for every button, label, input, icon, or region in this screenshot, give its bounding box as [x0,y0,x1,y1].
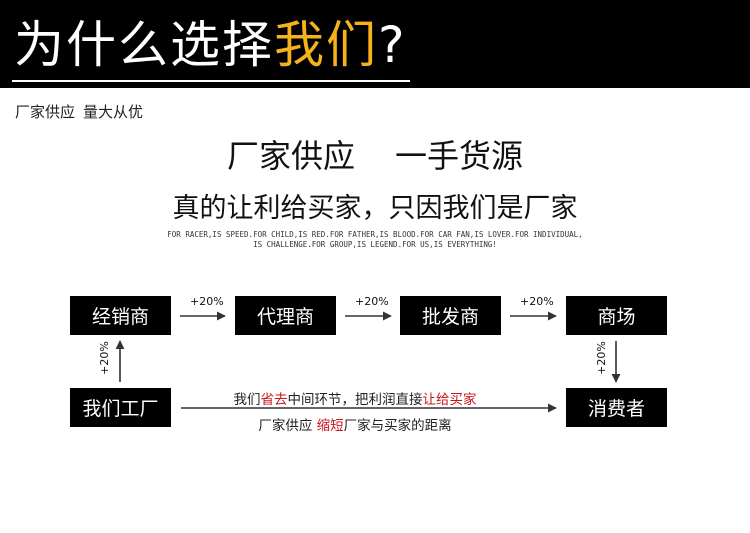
box-distributor: 经销商 [70,296,171,335]
box-factory: 我们工厂 [70,388,171,427]
sub-caption-left: 厂家供应 [15,103,76,121]
headline-line-1-left: 厂家供应 [226,137,355,175]
box-consumer: 消费者 [566,388,667,427]
headline-line-1-right: 一手货源 [395,137,524,175]
headline-line-1: 厂家供应 一手货源 [0,134,750,178]
markup-mall-to-consumer: +20% [594,341,608,375]
box-agent: 代理商 [235,296,336,335]
flow-note-2: 厂家供应 缩短厂家与买家的距离 [190,414,520,434]
headline-line-2: 真的让利给买家，只因我们是厂家 [172,193,578,224]
flow-note-1-part2: 省去 [260,392,288,408]
sub-caption-right: 量大从优 [83,103,144,121]
slogan-line-1: FOR RACER,IS SPEED.FOR CHILD,IS RED.FOR … [167,230,583,239]
header-title-mark: ? [378,16,407,74]
slogan: FOR RACER,IS SPEED.FOR CHILD,IS RED.FOR … [0,230,750,250]
header-bar [0,0,750,88]
markup-factory-to-distributor: +20% [97,341,111,375]
flow-note-2-part2: 缩短 [316,418,344,434]
markup-agent-to-wholesaler: +20% [355,295,389,308]
header-title-highlight: 我们 [274,16,378,74]
flow-note-2-part1: 厂家供应 [258,418,317,434]
flow-note-1-part1: 我们 [233,392,261,408]
flow-note-2-part3: 厂家与买家的距离 [343,418,452,434]
markup-wholesaler-to-mall: +20% [520,295,554,308]
sub-caption: 厂家供应量大从优 [15,101,143,122]
header-title: 为什么选择我们? [14,10,407,80]
flow-note-1-part3: 中间环节，把利润直接 [287,392,423,408]
header-title-plain: 为什么选择 [14,16,274,74]
flow-note-1: 我们省去中间环节，把利润直接让给买家 [190,388,520,408]
flow-note-1-part4: 让给买家 [422,392,477,408]
slogan-line-2: IS CHALLENGE.FOR GROUP,IS LEGEND.FOR US,… [253,240,497,249]
header-underline [12,80,410,82]
box-mall: 商场 [566,296,667,335]
box-wholesaler: 批发商 [400,296,501,335]
markup-distributor-to-agent: +20% [190,295,224,308]
